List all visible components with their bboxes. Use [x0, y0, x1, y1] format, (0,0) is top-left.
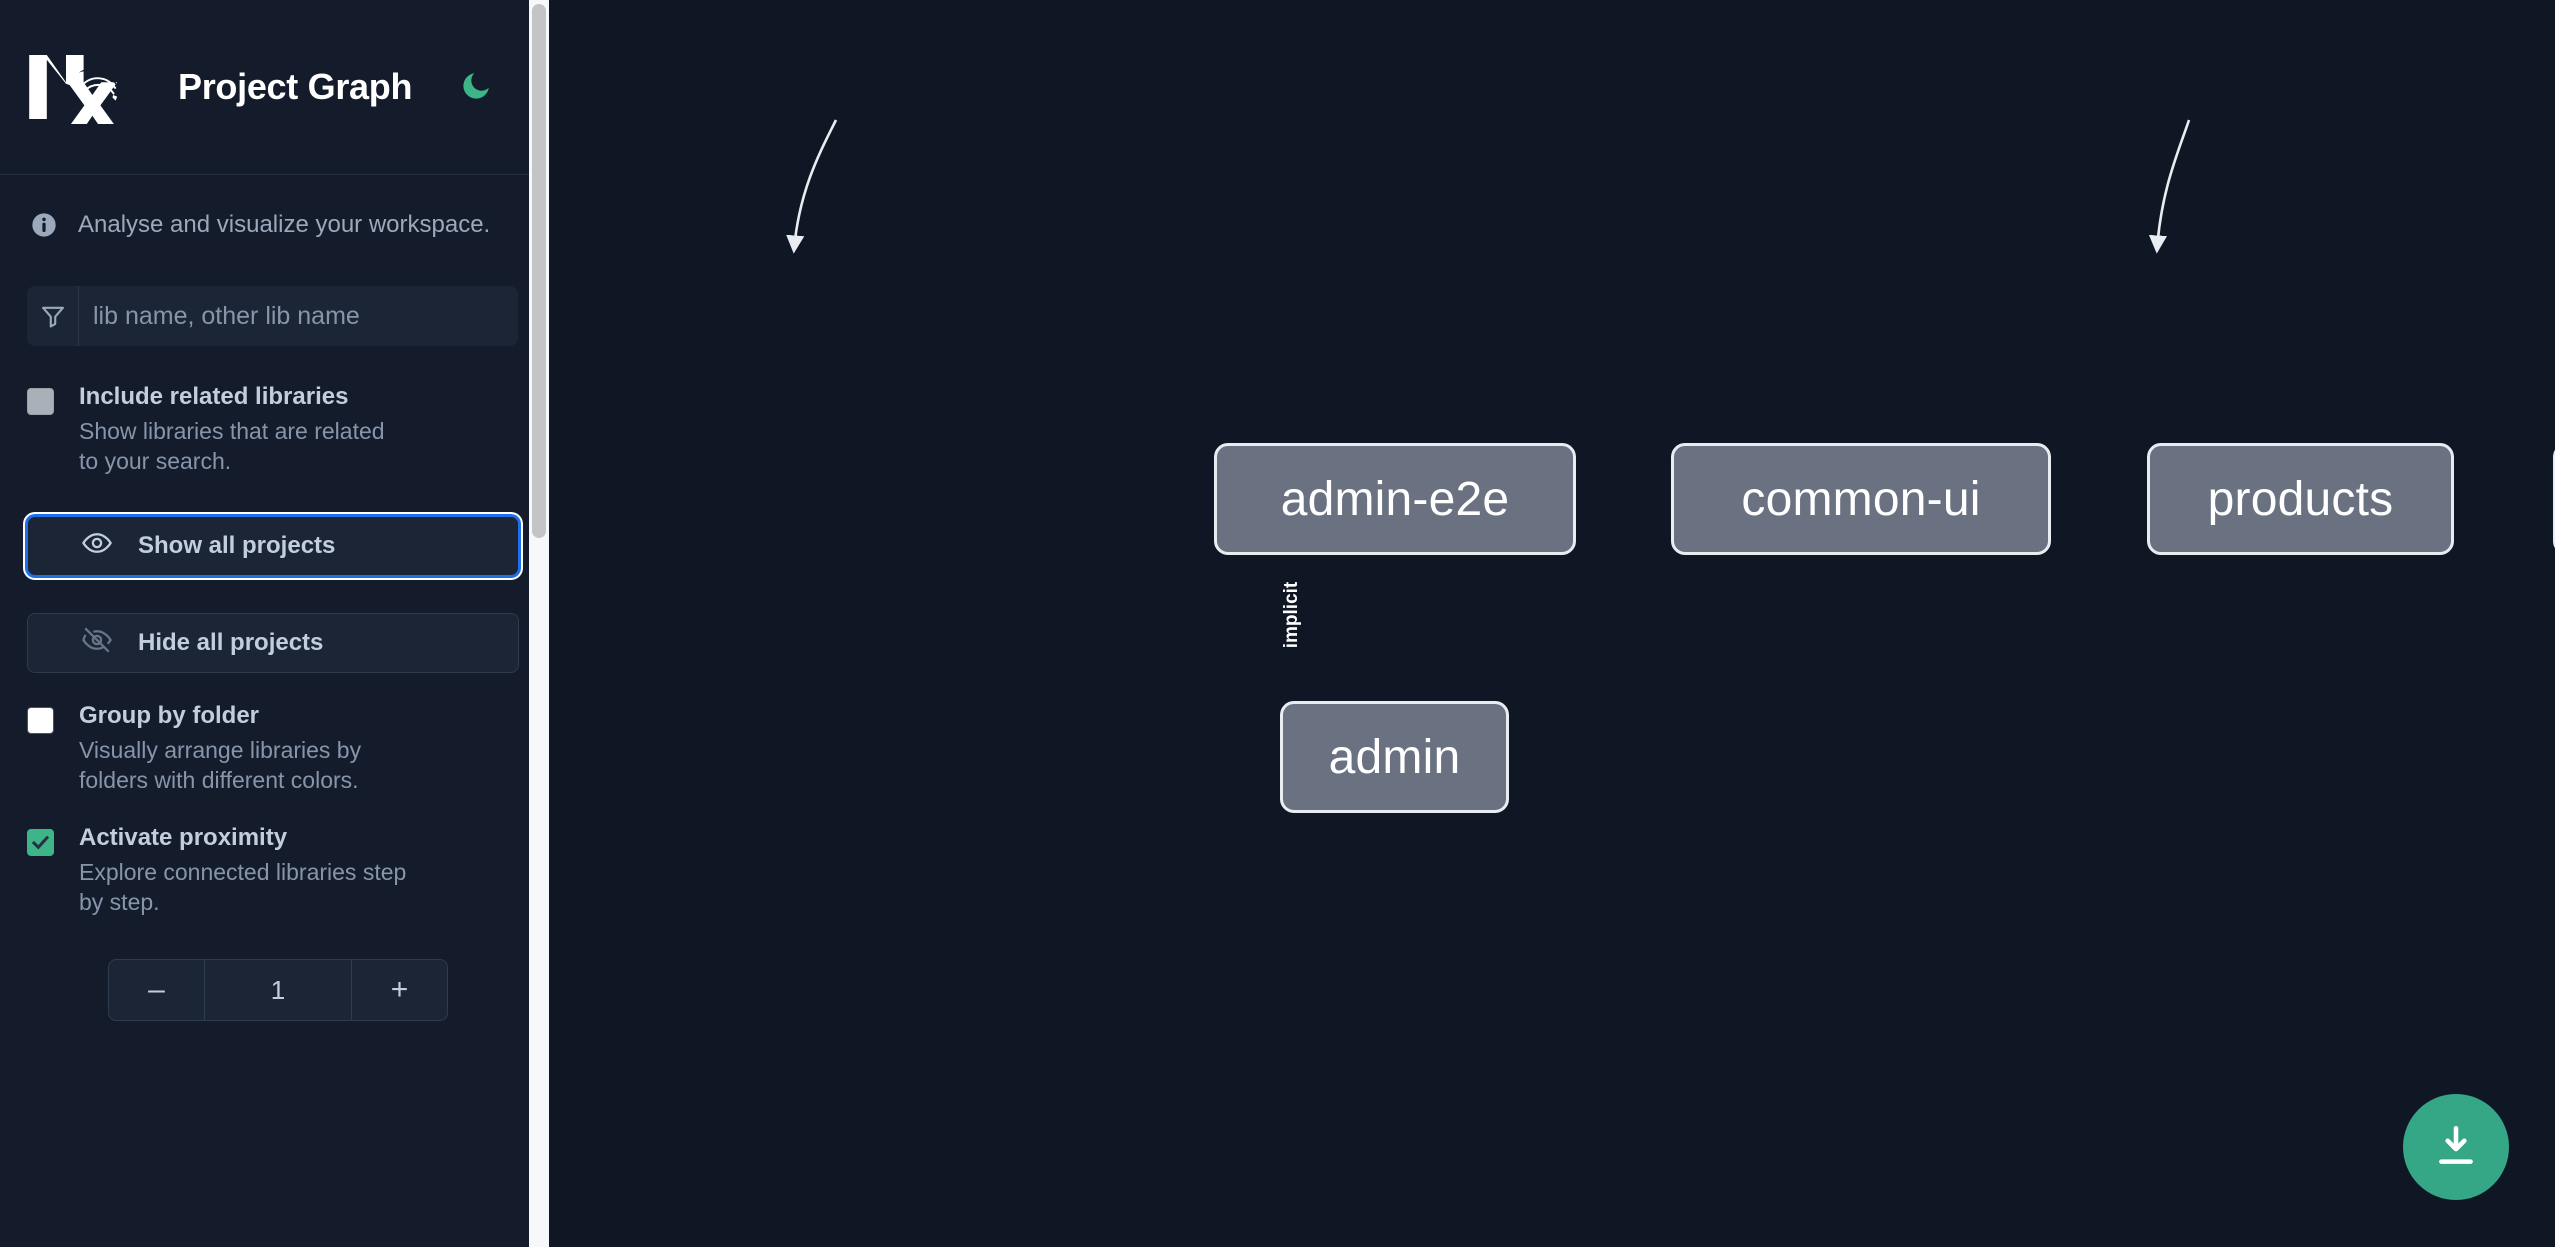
theme-toggle-button[interactable] — [452, 63, 500, 111]
graph-edges — [786, 119, 2191, 254]
nx-logo-icon — [26, 50, 122, 129]
proximity-value: 1 — [270, 974, 286, 1005]
option-description: Visually arrange libraries by folders wi… — [79, 737, 362, 793]
tagline: Analyse and visualize your workspace. — [0, 175, 549, 239]
option-title: Activate proximity — [79, 824, 288, 851]
sidebar-scrollbar[interactable] — [529, 0, 549, 1247]
show-all-projects-button[interactable]: Show all projects — [27, 516, 519, 576]
page-title: Project Graph — [178, 66, 413, 107]
graph-node-common-ui[interactable]: common-ui — [1671, 443, 2051, 555]
hide-all-projects-label: Hide all projects — [138, 629, 324, 656]
hide-all-projects-button[interactable]: Hide all projects — [27, 613, 519, 673]
proximity-stepper: – 1 + — [108, 959, 448, 1021]
option-title: Group by folder — [79, 702, 259, 729]
download-graph-button[interactable] — [2403, 1094, 2509, 1200]
check-icon — [31, 835, 50, 850]
eye-icon — [81, 527, 113, 566]
graph-node-admin-e2e[interactable]: admin-e2e — [1214, 443, 1576, 555]
graph-node-admin[interactable]: admin — [1280, 701, 1509, 813]
sidebar: Project Graph Ana — [0, 0, 549, 1247]
filter-icon — [27, 286, 79, 346]
option-include-related-libraries[interactable]: Include related libraries Show libraries… — [0, 382, 549, 476]
graph-canvas[interactable]: admin-e2e common-ui products store-e2e a… — [549, 0, 2555, 1247]
option-description: Show libraries that are related to your … — [79, 418, 385, 474]
option-title: Include related libraries — [79, 383, 349, 410]
moon-icon — [459, 69, 493, 106]
option-description: Explore connected libraries step by step… — [79, 859, 407, 915]
show-all-projects-label: Show all projects — [138, 532, 336, 559]
visibility-button-group: Show all projects Hide all projects — [0, 516, 549, 673]
download-icon — [2431, 1121, 2481, 1174]
sidebar-scrollbar-thumb[interactable] — [532, 4, 546, 538]
edge-store-e2e-to-store — [2148, 119, 2191, 254]
search-input[interactable] — [79, 286, 518, 346]
eye-off-icon — [81, 624, 113, 663]
info-icon — [30, 211, 58, 239]
edge-admin-e2e-to-admin — [786, 119, 838, 254]
search-field[interactable] — [27, 286, 518, 346]
proximity-increment-button[interactable]: + — [351, 960, 447, 1020]
sidebar-header: Project Graph — [0, 0, 549, 175]
option-activate-proximity[interactable]: Activate proximity Explore connected lib… — [0, 823, 549, 917]
include-related-libraries-checkbox[interactable] — [27, 388, 54, 415]
activate-proximity-checkbox[interactable] — [27, 829, 54, 856]
option-group-by-folder[interactable]: Group by folder Visually arrange librari… — [0, 701, 549, 795]
graph-node-products[interactable]: products — [2147, 443, 2454, 555]
group-by-folder-checkbox[interactable] — [27, 707, 54, 734]
tagline-text: Analyse and visualize your workspace. — [78, 211, 491, 238]
proximity-decrement-button[interactable]: – — [109, 960, 205, 1020]
